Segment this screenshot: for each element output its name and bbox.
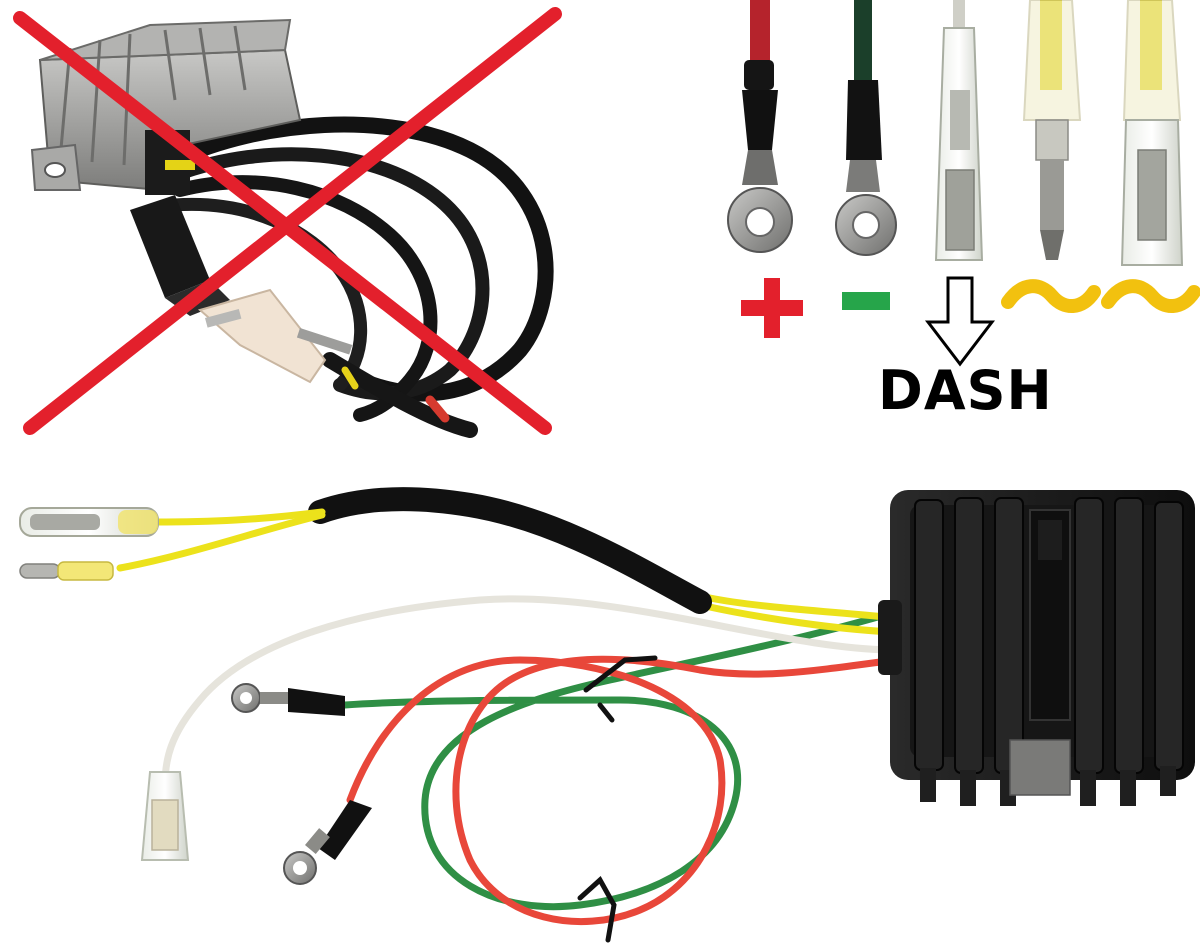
cable-ties	[577, 655, 658, 943]
new-yellow-female-terminal	[19, 507, 159, 537]
old-regulator-wires	[167, 116, 554, 438]
dash-spade-terminal	[934, 0, 984, 261]
ac-sign-icon	[1001, 279, 1101, 313]
dash-arrow-icon	[924, 276, 996, 367]
new-regulator-body	[878, 490, 1195, 806]
negative-ring-terminal	[835, 0, 897, 256]
old-regulator-white-plug	[197, 288, 353, 384]
positive-sign-icon	[741, 278, 803, 338]
new-green-ring-terminal	[231, 683, 345, 716]
old-regulator-photo	[13, 7, 562, 438]
ac-female-bullet-terminal	[1120, 0, 1184, 266]
ac-sign-icon-2	[1101, 279, 1200, 313]
new-yellow-male-terminal	[19, 561, 114, 581]
positive-ring-terminal	[727, 0, 793, 253]
ac-male-bullet-terminal	[1022, 0, 1082, 260]
new-regulator-wires	[116, 487, 899, 925]
negative-sign-icon	[842, 292, 890, 310]
new-regulator-photo	[19, 487, 1195, 943]
old-regulator-black-plug	[130, 195, 230, 316]
old-regulator-body	[30, 18, 302, 195]
new-white-spade-terminal	[140, 771, 190, 861]
cross-out-mark	[13, 7, 562, 435]
dash-label: DASH	[878, 359, 1053, 422]
terminal-closeups	[727, 0, 1200, 367]
new-red-ring-terminal	[283, 800, 372, 885]
